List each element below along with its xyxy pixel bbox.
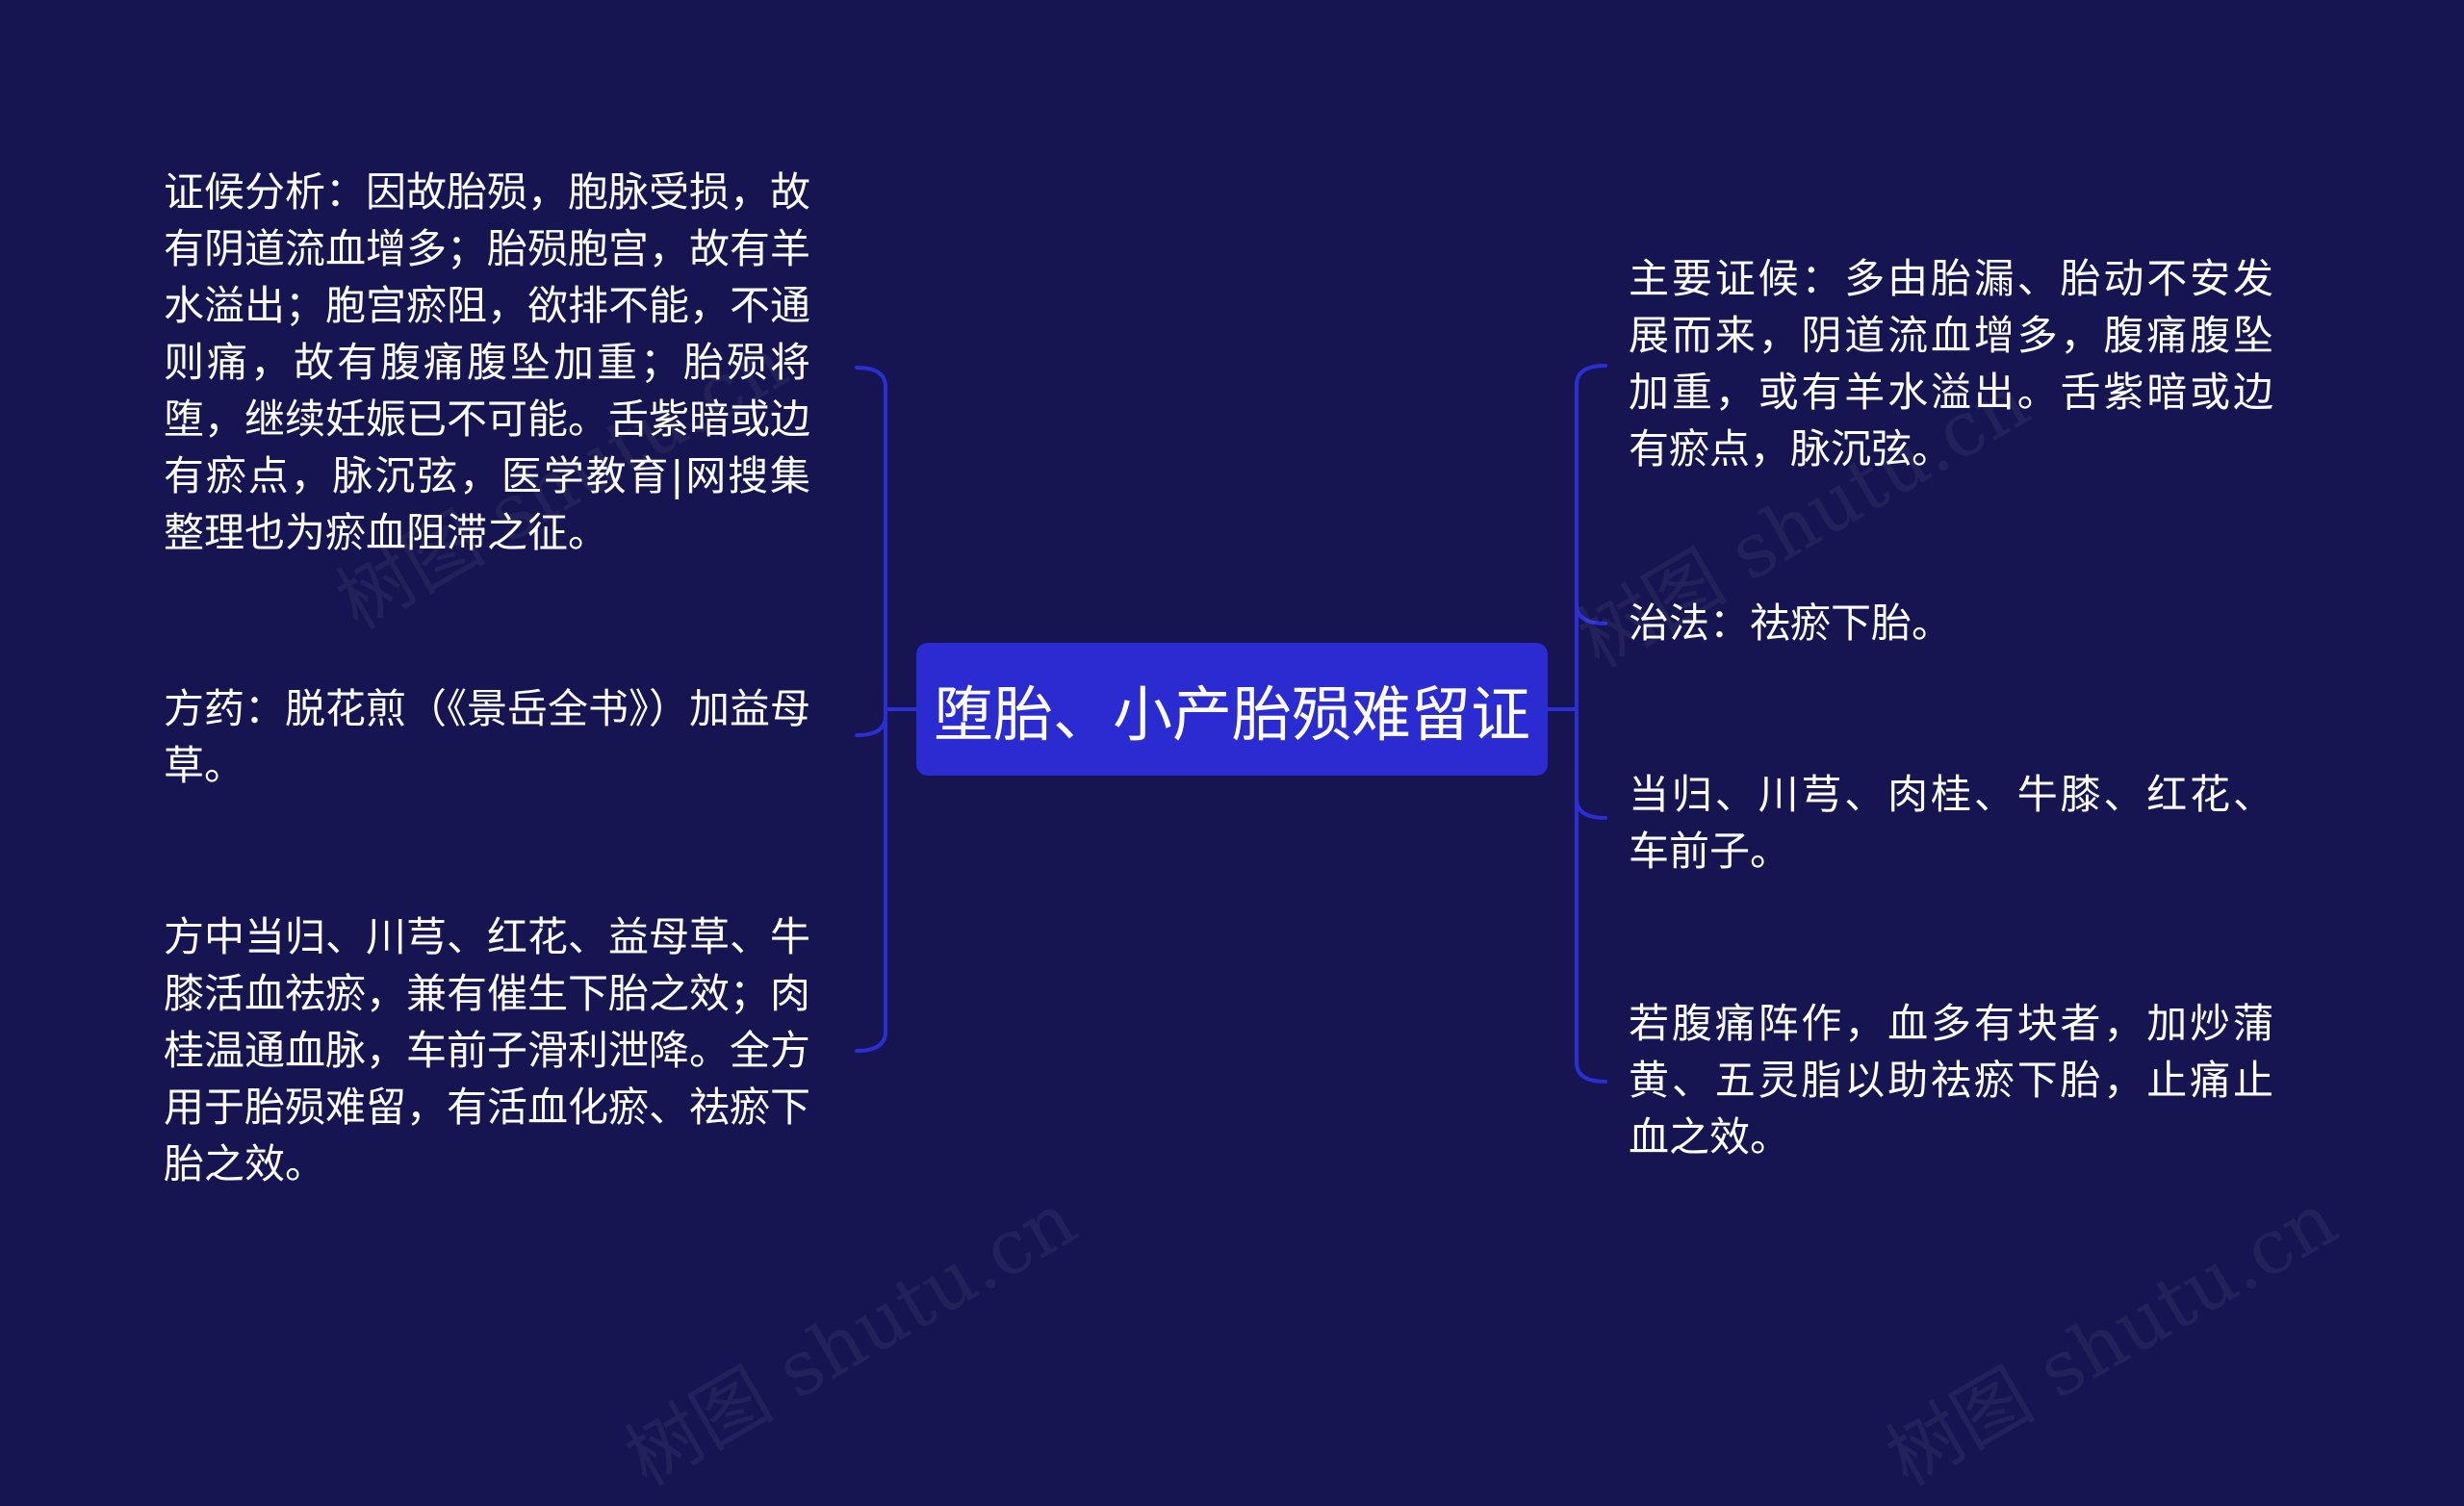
right-branch-herbs[interactable]: 当归、川芎、肉桂、牛膝、红花、车前子。: [1629, 771, 2273, 875]
right-bracket: [1575, 364, 1607, 1084]
left-branch-prescription[interactable]: 方药：脱花煎（《景岳全书》）加益母草。: [164, 685, 811, 789]
left-branch-formula-explanation[interactable]: 方中当归、川芎、红花、益母草、牛膝活血祛瘀，兼有催生下胎之效；肉桂温通血脉，车前…: [164, 913, 811, 1187]
right-branch-main-symptoms[interactable]: 主要证候：多由胎漏、胎动不安发展而来，阴道流血增多，腹痛腹坠加重，或有羊水溢出。…: [1629, 255, 2273, 472]
right-bracket-tick-2: [1575, 602, 1607, 625]
right-branch-modification[interactable]: 若腹痛阵作，血多有块者，加炒蒲黄、五灵脂以助祛瘀下胎，止痛止血之效。: [1629, 1000, 2273, 1161]
central-topic-node[interactable]: 堕胎、小产胎殒难留证: [916, 643, 1548, 776]
left-branch-syndrome-analysis[interactable]: 证候分析：因故胎殒，胞脉受损，故有阴道流血增多；胎殒胞宫，故有羊水溢出；胞宫瘀阻…: [164, 168, 811, 556]
connector-lines: [855, 364, 1607, 1084]
left-bracket-tick-middle: [855, 714, 887, 737]
left-bracket: [855, 366, 887, 1053]
right-branch-treatment[interactable]: 治法：祛瘀下胎。: [1629, 600, 1953, 647]
right-bracket-tick-3: [1575, 797, 1607, 820]
